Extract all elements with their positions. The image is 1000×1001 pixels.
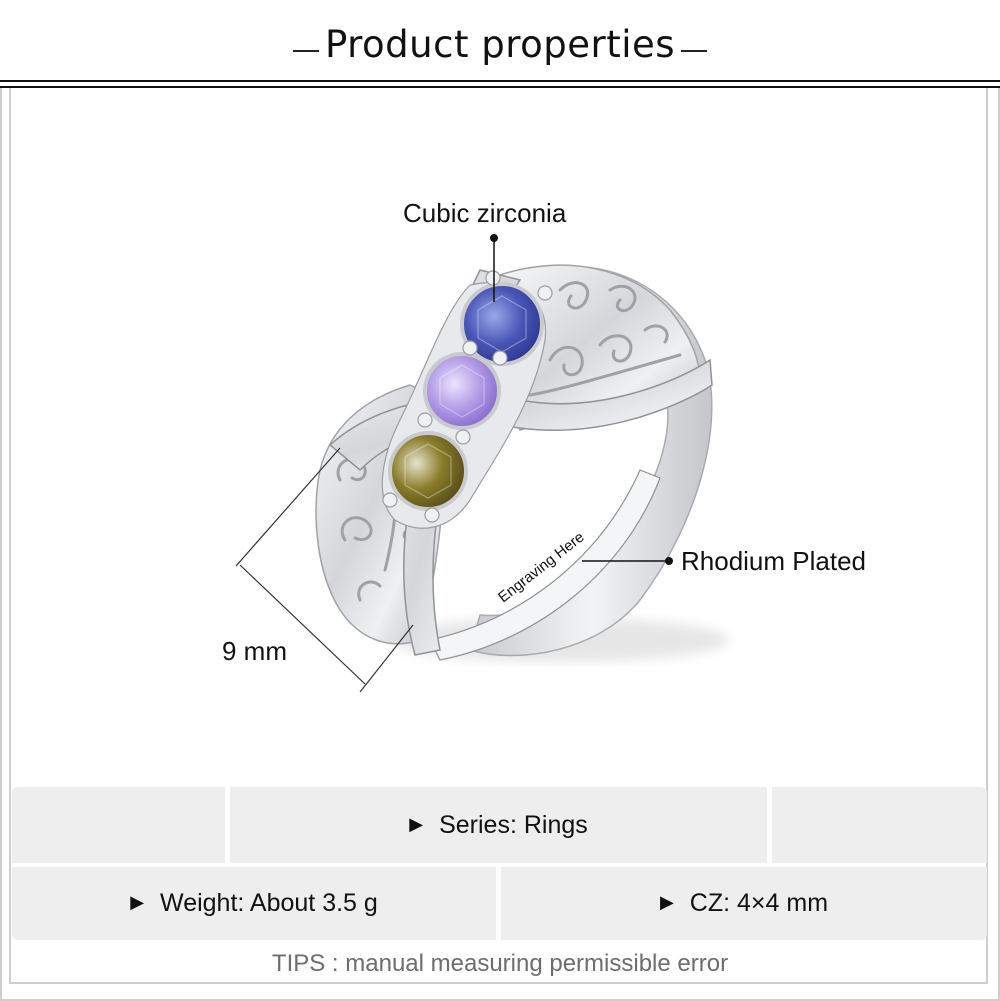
ring-product-image: Engraving Here: [235, 234, 730, 693]
specs-cell-series: ▶ Series: Rings: [230, 787, 767, 863]
specs-cell-cz-size: ▶ CZ: 4×4 mm: [501, 867, 987, 940]
specs-cell-empty-left: [12, 787, 225, 863]
page-title: Product properties: [324, 23, 676, 66]
header-rule-bottom: [0, 86, 1000, 88]
weight-value: Weight: About 3.5 g: [160, 889, 378, 917]
title-dash-right: [681, 49, 708, 52]
header-rule-top: [0, 80, 1000, 82]
specs-cell-weight: ▶ Weight: About 3.5 g: [12, 867, 496, 940]
cubic-zirconia-label: Cubic zirconia: [403, 198, 567, 228]
title-dash-left: [292, 49, 319, 52]
cz-size-value: CZ: 4×4 mm: [689, 889, 829, 917]
inner-frame: [9, 88, 988, 984]
bullet-triangle-icon: ▶: [409, 813, 424, 834]
title-wrap: Product properties: [0, 20, 1000, 70]
outer-frame: [0, 88, 1000, 1001]
tips-note: TIPS : manual measuring permissible erro…: [271, 950, 729, 977]
bullet-triangle-icon: ▶: [130, 892, 145, 912]
rhodium-plated-label: Rhodium Plated: [681, 546, 866, 576]
width-dimension-label: 9 mm: [222, 636, 287, 666]
specs-cell-empty-right: [772, 787, 987, 863]
header: Product properties: [0, 0, 1000, 80]
series-value: Series: Rings: [439, 810, 588, 839]
bullet-triangle-icon: ▶: [659, 892, 674, 912]
